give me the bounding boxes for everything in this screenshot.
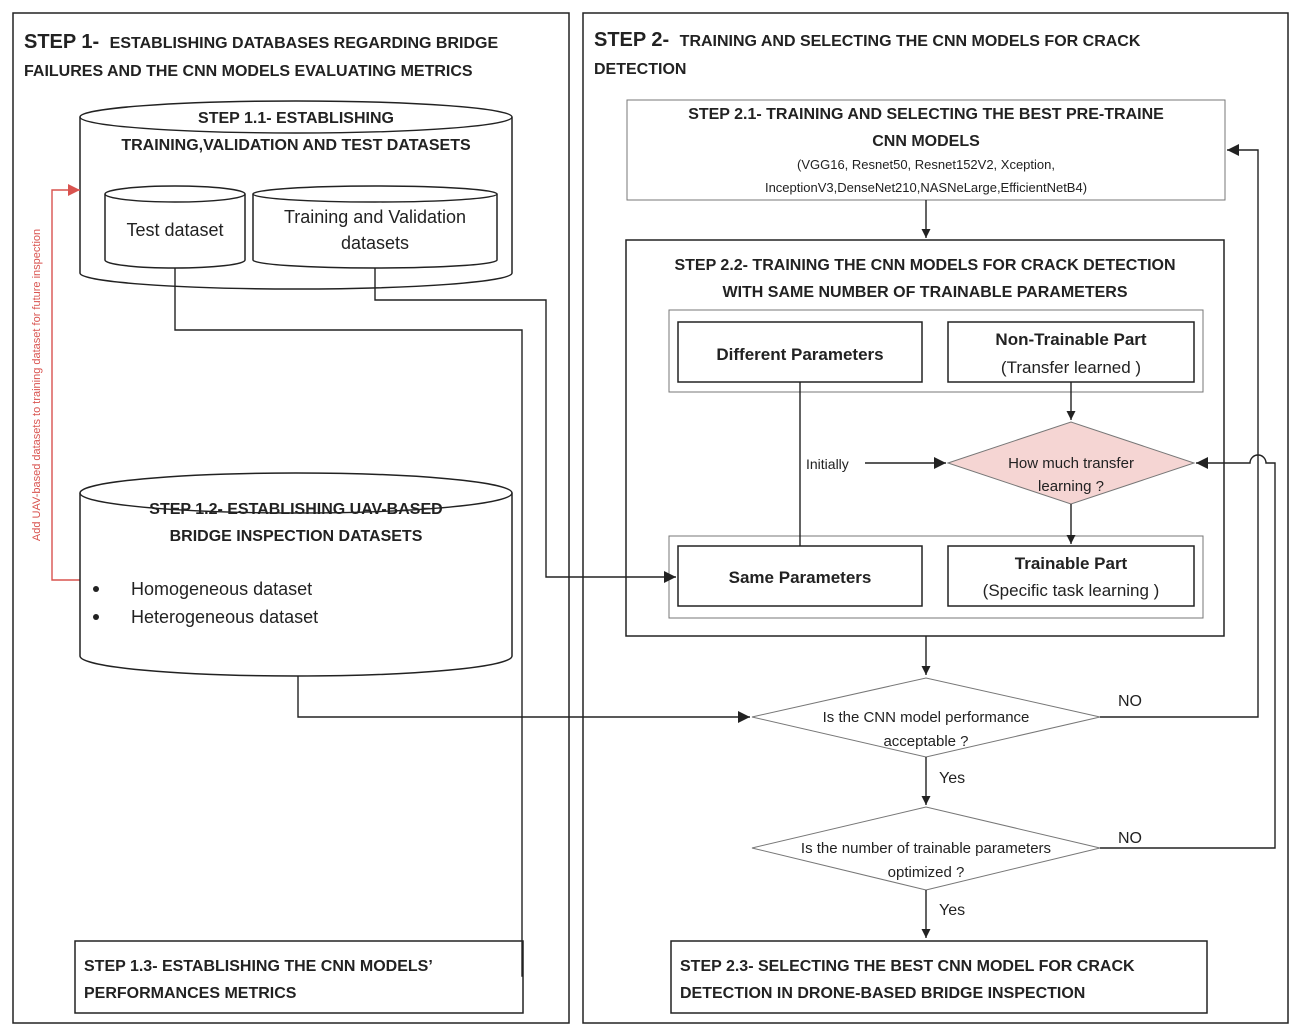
step2-title-lead: STEP 2- (594, 29, 669, 51)
step2-1-models-line2: InceptionV3,DenseNet210,NASNeLarge,Effic… (765, 180, 1087, 195)
decision1-line2: acceptable ? (883, 733, 968, 750)
step1-title-rest: ESTABLISHING DATABASES REGARDING BRIDGE (110, 35, 499, 52)
test-dataset-rim (104, 193, 246, 203)
step2-title-line2: DETECTION (594, 61, 686, 78)
bullet-dot (93, 586, 99, 592)
decision2-no-label: NO (1118, 830, 1142, 847)
step2-3-title-line2: DETECTION IN DRONE-BASED BRIDGE INSPECTI… (680, 985, 1085, 1002)
trainable-sub: (Specific task learning ) (983, 581, 1160, 600)
step1-3-title-line1: STEP 1.3- ESTABLISHING THE CNN MODELS’ (84, 958, 433, 975)
step1-1-title-line2: TRAINING,VALIDATION AND TEST DATASETS (121, 137, 471, 154)
decision2-line2: optimized ? (888, 864, 965, 881)
bullet-homogeneous: Homogeneous dataset (131, 579, 312, 599)
test-dataset-cylinder (104, 185, 246, 269)
decision2-yes-label: Yes (939, 902, 965, 919)
step1-title: STEP 1- ESTABLISHING DATABASES REGARDING… (24, 31, 498, 53)
feedback-label: Add UAV-based datasets to training datas… (31, 229, 43, 541)
how-much-line1: How much transfer (1008, 455, 1134, 472)
step2-2-title-line1: STEP 2.2- TRAINING THE CNN MODELS FOR CR… (674, 257, 1175, 274)
bullet-heterogeneous: Heterogeneous dataset (131, 607, 318, 627)
test-dataset-label: Test dataset (126, 220, 223, 240)
non-trainable-title: Non-Trainable Part (995, 330, 1146, 349)
how-much-line2: learning ? (1038, 478, 1104, 495)
decision1-no-arrow (1100, 144, 1259, 718)
test-dataset-to-step1-3-line (174, 268, 523, 977)
different-parameters-label: Different Parameters (716, 345, 883, 364)
step1-2-title-line2: BRIDGE INSPECTION DATASETS (170, 528, 423, 545)
step1-2-to-decision1-arrow (297, 676, 750, 723)
step1-1-title-line1: STEP 1.1- ESTABLISHING (198, 110, 394, 127)
decision2-no-arrow (1100, 454, 1276, 849)
non-trainable-box (947, 321, 1195, 383)
decision1-no-label: NO (1118, 693, 1142, 710)
step1-2-cylinder (79, 472, 513, 677)
step1-title-lead: STEP 1- (24, 31, 99, 53)
train-val-rim (252, 193, 498, 203)
bullet-dot (93, 614, 99, 620)
train-val-cylinder (252, 185, 498, 269)
train-val-to-same-params-arrow (374, 268, 676, 583)
initially-label-bg (802, 454, 862, 473)
step1-3-box (74, 940, 524, 1014)
decision1-yes-label: Yes (939, 770, 965, 787)
same-parameters-box (677, 545, 923, 607)
train-val-label-line2: datasets (341, 233, 409, 253)
decision2-line1: Is the number of trainable parameters (801, 840, 1051, 857)
step2-1-models-line1: (VGG16, Resnet50, Resnet152V2, Xception, (797, 157, 1055, 172)
step2-2-title-line2: WITH SAME NUMBER OF TRAINABLE PARAMETERS (722, 284, 1127, 301)
step1-3-title-line2: PERFORMANCES METRICS (84, 985, 297, 1002)
step1-2-title-line1: STEP 1.2- ESTABLISHING UAV-BASED (149, 501, 442, 518)
feedback-arrow (51, 184, 80, 581)
step2-1-box (626, 99, 1226, 201)
train-val-label-line1: Training and Validation (284, 207, 466, 227)
initially-label: Initially (806, 456, 849, 472)
trainable-box (947, 545, 1195, 607)
different-parameters-box (677, 321, 923, 383)
step1-1-cylinder-rim (79, 116, 513, 134)
step1-title-line2: FAILURES AND THE CNN MODELS EVALUATING M… (24, 63, 473, 80)
step2-3-title-line1: STEP 2.3- SELECTING THE BEST CNN MODEL F… (680, 958, 1135, 975)
transfer-learning-decision (946, 421, 1196, 505)
step2-1-title-line2: CNN MODELS (872, 133, 980, 150)
non-trainable-sub: (Transfer learned ) (1001, 358, 1141, 377)
same-parameters-label: Same Parameters (729, 568, 872, 587)
decision1-line1: Is the CNN model performance (823, 709, 1030, 726)
step2-3-box (670, 940, 1208, 1014)
trainable-title: Trainable Part (1015, 554, 1128, 573)
step2-title: STEP 2- TRAINING AND SELECTING THE CNN M… (594, 29, 1141, 51)
step1-2-cylinder-rim (79, 492, 513, 514)
step2-title-rest: TRAINING AND SELECTING THE CNN MODELS FO… (680, 33, 1141, 50)
step2-1-title-line1: STEP 2.1- TRAINING AND SELECTING THE BES… (688, 106, 1164, 123)
